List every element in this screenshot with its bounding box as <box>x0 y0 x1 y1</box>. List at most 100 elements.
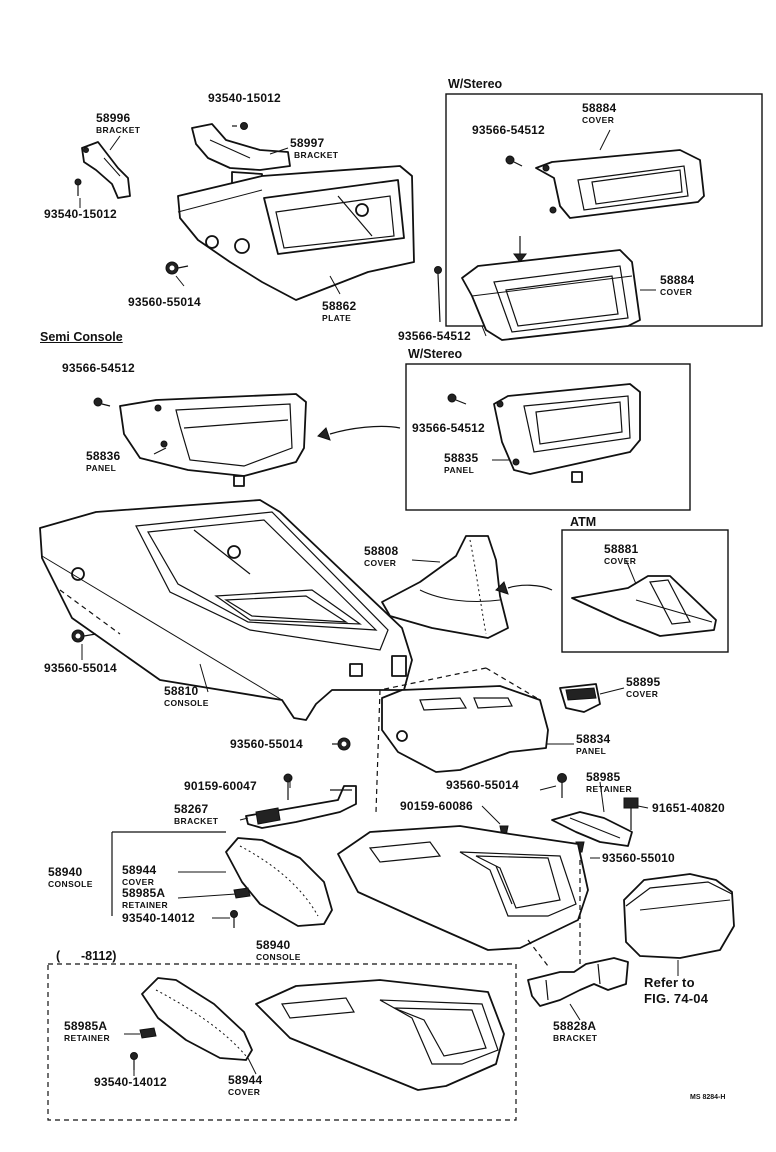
console-58810-drawing <box>39 499 413 721</box>
fastener-number: 93560-55014 <box>128 295 201 309</box>
retainer-58985-drawing <box>551 811 633 847</box>
bracket-line-58940 <box>111 831 226 916</box>
screw-93560-55014-c <box>332 737 351 751</box>
refer-line-1: Refer to <box>644 975 695 990</box>
part-number: 58985A <box>64 1019 108 1033</box>
part-name: PLATE <box>322 313 352 323</box>
part-number: 58836 <box>86 449 121 463</box>
part-number: 58881 <box>604 542 639 556</box>
cover-58884-a-drawing <box>535 149 705 219</box>
part-name: RETAINER <box>64 1033 111 1043</box>
section-semi-console: Semi Console <box>40 330 123 344</box>
legacy-box <box>47 963 517 1121</box>
part-number: 58997 <box>290 136 325 150</box>
cover-58881-drawing <box>571 575 717 637</box>
left-arrow-icon-atm <box>495 581 553 595</box>
part-number: 58835 <box>444 451 479 465</box>
section-w-stereo-top: W/Stereo <box>448 77 503 91</box>
part-name: COVER <box>228 1087 261 1097</box>
part-number: 58940 <box>48 865 83 879</box>
screw-93566-54512-d <box>447 393 467 405</box>
fastener-number: 93560-55014 <box>44 661 117 675</box>
screw-93566-54512-c <box>93 397 111 407</box>
fastener-number: 93560-55010 <box>602 851 675 865</box>
part-number: 58985A <box>122 886 166 900</box>
atm-box <box>561 529 729 653</box>
part-number: 58810 <box>164 684 199 698</box>
screw-93566-54512-a <box>505 155 523 167</box>
fastener-number: 90159-60047 <box>184 779 257 793</box>
part-name: COVER <box>122 877 155 887</box>
part-number: 58828A <box>553 1019 597 1033</box>
leader-dash-b <box>375 667 541 813</box>
panel-58836-drawing <box>119 393 307 487</box>
fastener-number: 93540-15012 <box>208 91 281 105</box>
section-w-stereo-mid: W/Stereo <box>408 347 463 361</box>
part-number: 58267 <box>174 802 209 816</box>
retainer-58985a-drawing-a <box>233 887 251 899</box>
part-name: PANEL <box>576 746 607 756</box>
screw-93540-15012-b <box>232 122 248 130</box>
bolt-91651-40820 <box>623 797 639 830</box>
screw-93566-54512-b <box>434 266 442 323</box>
part-number: 58944 <box>122 863 157 877</box>
fastener-number: 93566-54512 <box>398 329 471 343</box>
part-name: BRACKET <box>96 125 141 135</box>
screw-93560-55014-b <box>71 629 97 643</box>
cover-58884-b-drawing <box>461 249 641 341</box>
fastener-number: 93566-54512 <box>62 361 135 375</box>
armrest-cover-drawing <box>623 873 735 959</box>
bracket-58828a-drawing <box>527 957 629 1007</box>
part-number: 58940 <box>256 938 291 952</box>
part-name: COVER <box>604 556 637 566</box>
part-name: BRACKET <box>174 816 219 826</box>
part-name: RETAINER <box>586 784 633 794</box>
part-name: COVER <box>364 558 397 568</box>
part-number: 58944 <box>228 1073 263 1087</box>
part-name: COVER <box>582 115 615 125</box>
part-number: 58985 <box>586 770 621 784</box>
fastener-number: 93566-54512 <box>472 123 545 137</box>
fastener-number: 93540-14012 <box>94 1075 167 1089</box>
cover-58895-drawing <box>559 683 601 713</box>
part-name: CONSOLE <box>164 698 209 708</box>
part-name: BRACKET <box>553 1033 598 1043</box>
leader-lines <box>79 129 679 1076</box>
screw-93560-55014-d <box>557 773 567 798</box>
w-stereo-mid-box <box>405 363 691 511</box>
fastener-number: 90159-60086 <box>400 799 473 813</box>
console-58940-a-drawing <box>337 825 589 951</box>
screw-93540-14012-b <box>130 1052 138 1070</box>
screw-93540-15012-a <box>74 178 82 196</box>
fastener-number: 93566-54512 <box>412 421 485 435</box>
cover-58944-a-drawing <box>225 837 333 927</box>
leader-dash-a <box>59 589 121 635</box>
part-number: 58884 <box>660 273 695 287</box>
bracket-58996-drawing <box>81 141 131 199</box>
part-number: 58895 <box>626 675 661 689</box>
screw-93560-55014-a <box>165 261 189 275</box>
part-name: COVER <box>626 689 659 699</box>
panel-58834-drawing <box>381 685 549 773</box>
screw-93540-14012-a <box>230 910 238 928</box>
plate-58862-drawing <box>177 165 415 301</box>
cover-58808-drawing <box>381 535 509 639</box>
part-number: 58884 <box>582 101 617 115</box>
fastener-number: 93540-15012 <box>44 207 117 221</box>
refer-line-2: FIG. 74-04 <box>644 991 709 1006</box>
down-arrow-icon <box>513 236 527 263</box>
retainer-58985a-drawing-b <box>139 1027 157 1039</box>
part-name: CONSOLE <box>48 879 93 889</box>
fastener-number: 93560-55014 <box>230 737 303 751</box>
fastener-number: 93540-14012 <box>122 911 195 925</box>
fastener-number: 93560-55014 <box>446 778 519 792</box>
part-number: 58808 <box>364 544 399 558</box>
section-atm: ATM <box>570 515 597 529</box>
leader-dash-c <box>527 860 581 967</box>
section-date-range: ( -8112) <box>56 949 117 963</box>
console-58940-b-drawing <box>255 979 505 1091</box>
part-name: PANEL <box>444 465 475 475</box>
fastener-number: 91651-40820 <box>652 801 725 815</box>
left-arrow-icon <box>317 425 401 441</box>
